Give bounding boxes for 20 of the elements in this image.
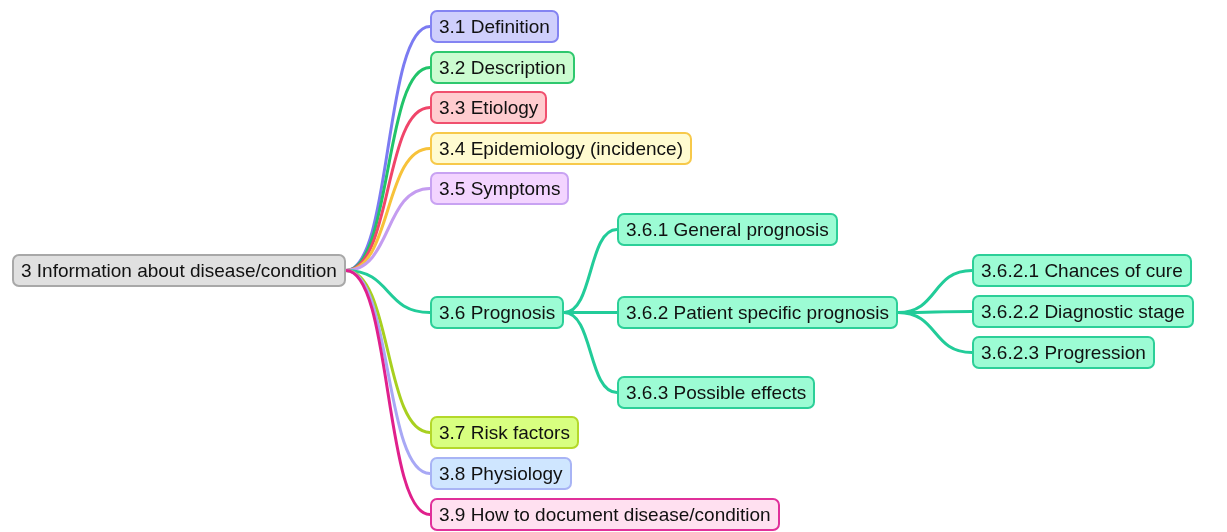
- branch-connector: [564, 311, 617, 314]
- branch-connector: [563, 311, 618, 394]
- topic-box: 3.6 Prognosis: [430, 296, 565, 329]
- topic-box: 3.5 Symptoms: [430, 172, 570, 205]
- topic-box: 3.2 Description: [430, 51, 575, 84]
- topic-box: 3.1 Definition: [430, 10, 559, 43]
- topic-box: 3.6.2.3 Progression: [972, 336, 1155, 369]
- topic-box: 3.3 Etiology: [430, 91, 548, 124]
- topic-box: 3.6.2.1 Chances of cure: [972, 254, 1192, 287]
- topic-box: 3.6.2.2 Diagnostic stage: [972, 295, 1194, 328]
- root-topic-box: 3 Information about disease/condition: [12, 254, 346, 287]
- topic-box: 3.9 How to document disease/condition: [430, 498, 780, 531]
- topic-box: 3.4 Epidemiology (incidence): [430, 132, 692, 165]
- topic-box: 3.8 Physiology: [430, 457, 572, 490]
- branch-connector: [897, 311, 973, 354]
- topic-box: 3.6.1 General prognosis: [617, 213, 838, 246]
- topic-box: 3.6.2 Patient specific prognosis: [617, 296, 898, 329]
- branch-connector: [345, 269, 431, 516]
- topic-box: 3.7 Risk factors: [430, 416, 579, 449]
- topic-box: 3.6.3 Possible effects: [617, 376, 816, 409]
